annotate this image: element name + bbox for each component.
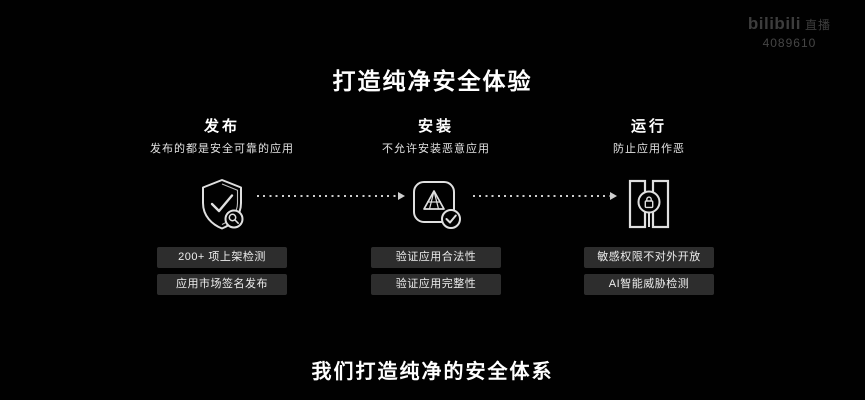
column-heading: 发布 xyxy=(203,118,240,135)
tag-list: 验证应用合法性 验证应用完整性 xyxy=(346,247,526,295)
shield-check-search-icon xyxy=(132,176,312,233)
column-subtitle: 不允许安装恶意应用 xyxy=(382,143,490,155)
tag-list: 200+ 项上架检测 应用市场签名发布 xyxy=(132,247,312,295)
slide-footer-statement: 我们打造纯净的安全体系 xyxy=(311,361,554,383)
tag: 验证应用完整性 xyxy=(371,274,501,295)
bilibili-live-label: 直播 xyxy=(804,17,831,32)
tag: 敏感权限不对外开放 xyxy=(584,247,714,268)
tag: 应用市场签名发布 xyxy=(157,274,287,295)
appstore-verified-icon xyxy=(346,176,526,233)
tag: 验证应用合法性 xyxy=(371,247,501,268)
column-install: 安装 不允许安装恶意应用 验证应用合法性 验证应用完整性 xyxy=(346,115,526,295)
tag: AI智能威胁检测 xyxy=(584,274,714,295)
sandbox-lock-icon xyxy=(559,176,739,233)
column-heading: 运行 xyxy=(630,118,667,135)
dotted-arrow-publish-to-install xyxy=(257,192,405,200)
column-subtitle: 发布的都是安全可靠的应用 xyxy=(150,143,294,155)
column-run: 运行 防止应用作恶 敏感权限不对外开放 AI智能威胁检测 xyxy=(559,115,739,295)
column-publish: 发布 发布的都是安全可靠的应用 200+ 项上架检测 应用市场签名发布 xyxy=(132,115,312,295)
column-subtitle: 防止应用作恶 xyxy=(613,143,685,155)
bilibili-logo: bilibili xyxy=(747,14,801,33)
tag-list: 敏感权限不对外开放 AI智能威胁检测 xyxy=(559,247,739,295)
tag: 200+ 项上架检测 xyxy=(157,247,287,268)
bilibili-live-watermark: bilibili 直播 4089610 xyxy=(748,14,831,50)
slide-title: 打造纯净安全体验 xyxy=(332,68,533,94)
column-heading: 安装 xyxy=(417,118,454,135)
dotted-arrow-install-to-run xyxy=(473,192,617,200)
live-room-id: 4089610 xyxy=(762,36,817,50)
